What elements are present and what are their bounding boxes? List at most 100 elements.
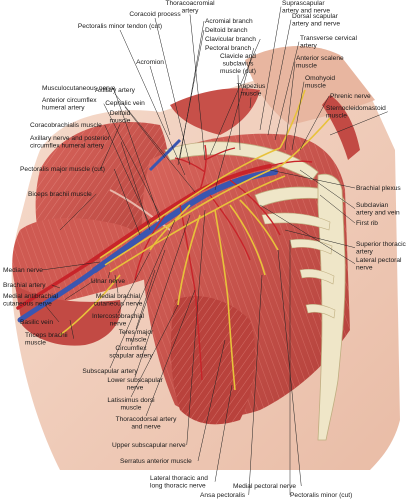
label-deltoid-branch: Deltoid branch (205, 27, 248, 34)
leader-transverse-cervical (274, 41, 300, 141)
label-subscapular-artery: Subscapular artery (82, 368, 138, 375)
label-first-rib: First rib (356, 220, 378, 227)
axillary-artery-vessel (88, 164, 272, 264)
label-phrenic-nerve: Phrenic nerve (330, 93, 371, 100)
leader-clavicle-subclavius (237, 74, 241, 151)
brachial-artery-vessel (16, 260, 92, 310)
leader-latissimus-dorsi (130, 304, 179, 398)
leader-cephalic-vein (124, 106, 166, 159)
label-basilic-vein: Basilic vein (20, 319, 53, 326)
leader-pectoralis-major-cut (114, 168, 141, 236)
leader-coracoid-process (154, 17, 191, 166)
leader-deltoid-branch (177, 29, 205, 166)
leader-ansa-pectoralis (248, 274, 263, 496)
leader-anterior-scalene (284, 61, 296, 151)
label-musculocutaneous-nerve: Musculocutaneous nerve (42, 85, 116, 92)
leader-circumflex-scapular (130, 249, 166, 346)
leader-ulnar-nerve (107, 271, 111, 279)
leader-basilic-vein (44, 304, 60, 323)
label-biceps-brachii: Biceps brachii muscle (28, 191, 92, 198)
label-axillary-artery: Axillary artery (95, 87, 136, 94)
leader-pectoral-branch (214, 47, 254, 191)
label-brachial-plexus: Brachial plexus (356, 185, 401, 192)
leader-triceps-brachii (69, 319, 74, 339)
label-median-nerve: Median nerve (3, 267, 43, 274)
leader-phrenic-nerve (299, 95, 330, 151)
leader-median-nerve (41, 261, 101, 271)
leader-serratus-anterior (197, 339, 226, 462)
basilic-vein-vessel (17, 267, 98, 323)
leader-dorsal-scapular (267, 19, 292, 136)
leader-lateral-thoracic (214, 384, 233, 482)
leader-upper-subscapular (186, 209, 206, 446)
leader-axillary-artery (114, 93, 196, 193)
label-pectoralis-minor-tendon: Pectoralis minor tendon (cut) (78, 23, 162, 30)
brachial-plexus-nerves (59, 89, 331, 391)
leader-trapezius-muscle (249, 97, 252, 109)
label-upper-subscapular: Upper subscapular nerve (112, 442, 186, 449)
triceps-shape (15, 285, 121, 346)
label-pectoralis-major-cut: Pectoralis major muscle (cut) (20, 166, 105, 173)
leader-medial-brachial (114, 274, 119, 294)
leader-clavicular-branch (209, 38, 261, 156)
leader-lateral-pectoral (259, 204, 356, 264)
leader-subclavian (299, 169, 356, 209)
leader-axillary-nerve (120, 141, 151, 231)
leader-acromion (149, 65, 171, 136)
leader-suprascapular (259, 6, 282, 131)
label-pectoral-branch: Pectoral branch (205, 45, 252, 52)
leader-medial-antebrachial (64, 279, 96, 300)
leader-thoracoacromial-artery (189, 14, 206, 161)
trapezius-shape (170, 88, 260, 135)
leader-teres-major (135, 269, 156, 330)
label-coracoid-process: Coracoid process (129, 11, 181, 18)
leader-sternocleidomastoid (329, 111, 388, 136)
leader-thoracodorsal (145, 289, 196, 417)
leader-brachial-artery (51, 284, 61, 289)
label-serratus-anterior: Serratus anterior muscle (120, 458, 192, 465)
label-brachial-artery: Brachial artery (3, 282, 46, 289)
leader-superior-thoracic (284, 229, 356, 248)
label-coracobrachialis: Coracobrachialis muscle (30, 122, 102, 129)
sternocleidomastoid-shape (322, 95, 360, 160)
label-clavicular-branch: Clavicular branch (205, 36, 256, 43)
leader-musculocutaneous-nerve (113, 87, 161, 221)
leader-subscapular-artery (109, 219, 176, 369)
label-acromial-branch: Acromial branch (205, 18, 253, 25)
neck-region (245, 45, 375, 126)
label-pectoralis-minor-cut: Pectoralis minor (cut) (290, 492, 352, 499)
leader-first-rib (319, 194, 356, 224)
label-medial-pectoral: Medial pectoral nerve (233, 483, 296, 490)
leader-pectoralis-minor-tendon (119, 29, 186, 176)
axillary-vein-vessel (92, 169, 278, 273)
label-ulnar-nerve: Ulnar nerve (91, 278, 125, 285)
leader-lower-subscapular (134, 214, 191, 378)
leader-intercostobrachial (117, 251, 151, 314)
leader-biceps-brachii (59, 193, 97, 231)
leader-deltoid-muscle (99, 124, 121, 171)
